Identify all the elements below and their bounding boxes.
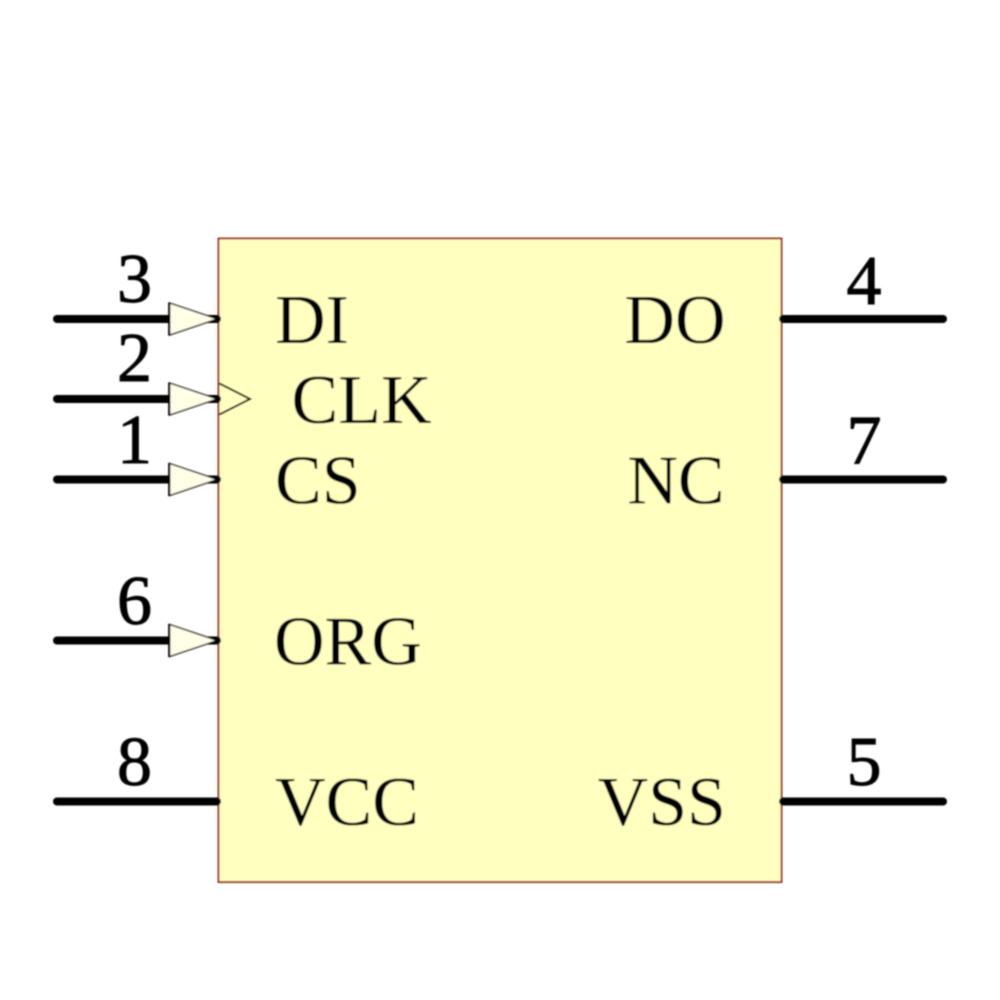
svg-text:7: 7 [847, 403, 882, 480]
svg-text:5: 5 [847, 724, 882, 801]
svg-text:8: 8 [117, 724, 152, 801]
svg-text:4: 4 [847, 243, 882, 320]
svg-text:VCC: VCC [275, 764, 419, 841]
svg-text:6: 6 [117, 563, 152, 640]
svg-text:1: 1 [117, 402, 152, 479]
svg-text:3: 3 [117, 241, 152, 318]
svg-text:ORG: ORG [274, 603, 422, 680]
svg-text:DO: DO [624, 282, 725, 359]
svg-text:DI: DI [275, 282, 349, 359]
svg-text:2: 2 [117, 320, 152, 397]
svg-text:NC: NC [627, 442, 724, 519]
svg-text:VSS: VSS [598, 764, 726, 841]
svg-text:CS: CS [275, 442, 361, 519]
svg-text:CLK: CLK [292, 362, 432, 439]
